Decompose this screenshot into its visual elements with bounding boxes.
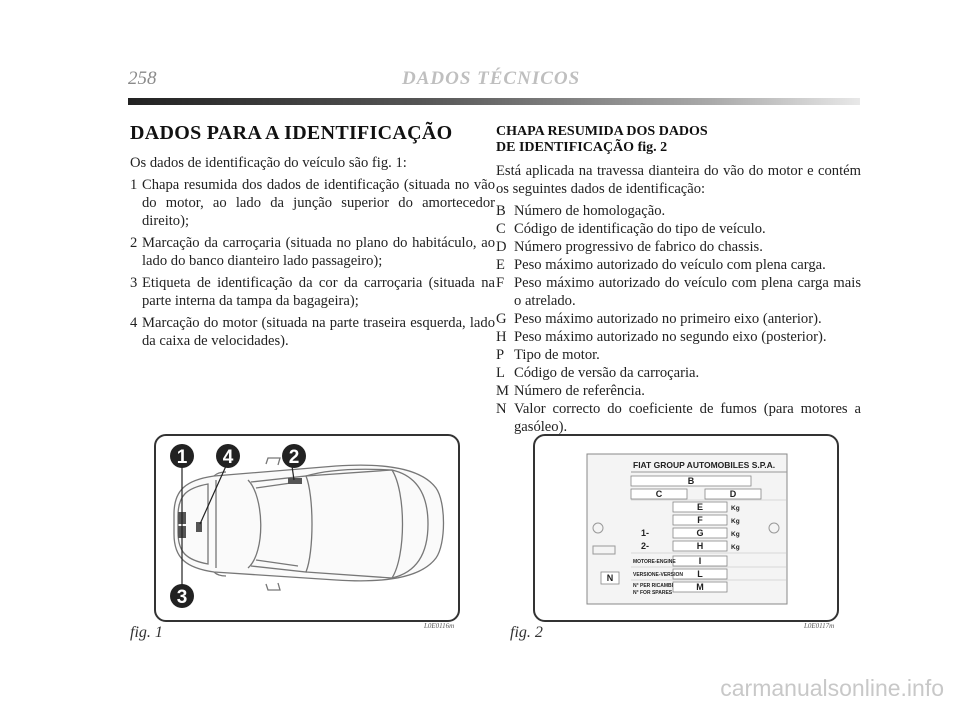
plate-field-I: I bbox=[699, 556, 702, 566]
plate-code-item-text: Peso máximo autorizado do veículo com pl… bbox=[514, 257, 826, 273]
plate-code-item-text: Peso máximo autorizado do veículo com pl… bbox=[514, 275, 861, 309]
marker-4: 4 bbox=[223, 447, 234, 468]
identification-item-text: Chapa resumida dos dados de identificaçã… bbox=[142, 177, 495, 229]
plate-axle-1: 1- bbox=[641, 528, 649, 538]
figure-1-caption: fig. 1 bbox=[130, 624, 163, 641]
plate-kg-G: Kg bbox=[731, 531, 740, 538]
plate-code-item-key: F bbox=[496, 275, 505, 291]
plate-code-item-key: B bbox=[496, 203, 506, 219]
marker-2: 2 bbox=[289, 447, 300, 468]
marker-group: 1 4 2 3 bbox=[170, 444, 306, 608]
plate-field-B: B bbox=[688, 476, 695, 486]
plate-code-item-text: Valor correcto do coeficiente de fumos (… bbox=[514, 401, 861, 435]
plate-code-item-text: Número de referência. bbox=[514, 383, 645, 399]
plate-code-item-key: P bbox=[496, 347, 505, 363]
identification-item-key: 2 bbox=[130, 235, 138, 251]
plate-label-spares-1: N° PER RICAMBI bbox=[633, 583, 674, 589]
plate-field-C: C bbox=[656, 489, 663, 499]
figure-2-code: L0E0117m bbox=[804, 622, 835, 630]
plate-kg-H: Kg bbox=[731, 544, 740, 551]
plate-field-G: G bbox=[696, 528, 703, 538]
plate-code-item-key: E bbox=[496, 257, 505, 273]
intro-text: Os dados de identificação do veículo são… bbox=[130, 155, 407, 171]
plate-code-item-key: D bbox=[496, 239, 507, 255]
plate-code-item-text: Tipo de motor. bbox=[514, 347, 600, 363]
right-column: CHAPA RESUMIDA DOS DADOS DE IDENTIFICAÇÃ… bbox=[496, 124, 861, 436]
plate-code-item-text: Número de homologação. bbox=[514, 203, 666, 219]
section-title: DADOS PARA A IDENTIFICAÇÃO bbox=[130, 122, 453, 144]
plate-code-item-key: C bbox=[496, 221, 506, 237]
plate-field-D: D bbox=[730, 489, 737, 499]
plate-label-spares-2: N° FOR SPARES bbox=[633, 590, 673, 596]
identification-item-text: Marcação da carroçaria (situada no plano… bbox=[142, 235, 495, 269]
plate-field-L: L bbox=[697, 569, 703, 579]
figure-identification-plate: FIAT GROUP AUTOMOBILES S.P.A. B C D E F bbox=[533, 434, 839, 622]
identification-item-text: Etiqueta de identificação da cor da carr… bbox=[142, 275, 495, 309]
marker-1: 1 bbox=[177, 447, 188, 468]
plate-code-item: F Peso máximo autorizado do veículo com p… bbox=[496, 274, 861, 310]
plate-illustration: FIAT GROUP AUTOMOBILES S.P.A. B C D E F bbox=[586, 453, 788, 605]
plate-code-item: D Número progressivo de fabrico do chassi… bbox=[496, 238, 861, 256]
plate-code-item-key: L bbox=[496, 365, 505, 381]
plate-code-item-text: Código de identificação do tipo de veícu… bbox=[514, 221, 766, 237]
plate-code-item: N Valor correcto do coeficiente de fumos … bbox=[496, 400, 861, 436]
identification-item-key: 3 bbox=[130, 275, 138, 291]
plate-code-item: E Peso máximo autorizado do veículo com p… bbox=[496, 256, 861, 274]
plate-kg-E: Kg bbox=[731, 505, 740, 512]
plate-intro-text: Está aplicada na travessa dianteira do v… bbox=[496, 163, 861, 197]
figure-2-caption: fig. 2 bbox=[510, 624, 543, 641]
plate-code-item-text: Peso máximo autorizado no primeiro eixo … bbox=[514, 311, 822, 327]
plate-field-H: H bbox=[697, 541, 704, 551]
plate-code-item: B Número de homologação. bbox=[496, 202, 861, 220]
figure-car-top-view: 1 4 2 3 bbox=[154, 434, 460, 622]
plate-header: FIAT GROUP AUTOMOBILES S.P.A. bbox=[633, 460, 775, 470]
plate-code-item-text: Peso máximo autorizado no segundo eixo (… bbox=[514, 329, 827, 345]
plate-label-engine: MOTORE-ENGINE bbox=[633, 559, 676, 565]
identification-item-key: 4 bbox=[130, 315, 138, 331]
header-rule bbox=[128, 98, 860, 105]
plate-code-item-text: Código de versão da carroçaria. bbox=[514, 365, 700, 381]
plate-code-item: C Código de identificação do tipo de veíc… bbox=[496, 220, 861, 238]
running-title: DADOS TÉCNICOS bbox=[402, 68, 581, 89]
plate-code-item: M Número de referência. bbox=[496, 382, 861, 400]
car-illustration: 1 4 2 3 bbox=[170, 444, 445, 608]
plate-code-item-key: M bbox=[496, 383, 509, 399]
plate-field-M: M bbox=[696, 582, 704, 592]
plate-code-item: L Código de versão da carroçaria. bbox=[496, 364, 861, 382]
plate-label-version: VERSIONE-VERSION bbox=[633, 572, 683, 578]
marker-3: 3 bbox=[177, 587, 188, 608]
plate-field-N: N bbox=[607, 573, 614, 583]
plate-code-list: B Número de homologação. C Código de identi… bbox=[496, 202, 861, 436]
plate-code-item-text: Número progressivo de fabrico do chassis… bbox=[514, 239, 763, 255]
identification-item-text: Marcação do motor (situada na parte tras… bbox=[142, 315, 495, 349]
left-column: DADOS PARA A IDENTIFICAÇÃO Os dados de i… bbox=[130, 122, 495, 354]
watermark: carmanualsonline.info bbox=[720, 675, 944, 701]
plate-axle-2: 2- bbox=[641, 541, 649, 551]
plate-code-item: G Peso máximo autorizado no primeiro eixo… bbox=[496, 310, 861, 328]
plate-code-item-key: H bbox=[496, 329, 507, 345]
plate-code-item: P Tipo de motor. bbox=[496, 346, 861, 364]
page-number: 258 bbox=[128, 68, 157, 89]
plate-field-F: F bbox=[697, 515, 703, 525]
identification-item-key: 1 bbox=[130, 177, 138, 193]
figure-1-code: L0E0116m bbox=[424, 622, 455, 630]
plate-kg-F: Kg bbox=[731, 518, 740, 525]
plate-code-item-key: G bbox=[496, 311, 507, 327]
plate-code-item-key: N bbox=[496, 401, 507, 417]
plate-field-E: E bbox=[697, 502, 703, 512]
plate-code-item: H Peso máximo autorizado no segundo eixo … bbox=[496, 328, 861, 346]
plate-title-line-2: DE IDENTIFICAÇÃO fig. 2 bbox=[496, 140, 668, 155]
plate-title-line-1: CHAPA RESUMIDA DOS DADOS bbox=[496, 124, 708, 139]
plate-section-title: CHAPA RESUMIDA DOS DADOS DE IDENTIFICAÇÃ… bbox=[496, 124, 861, 156]
